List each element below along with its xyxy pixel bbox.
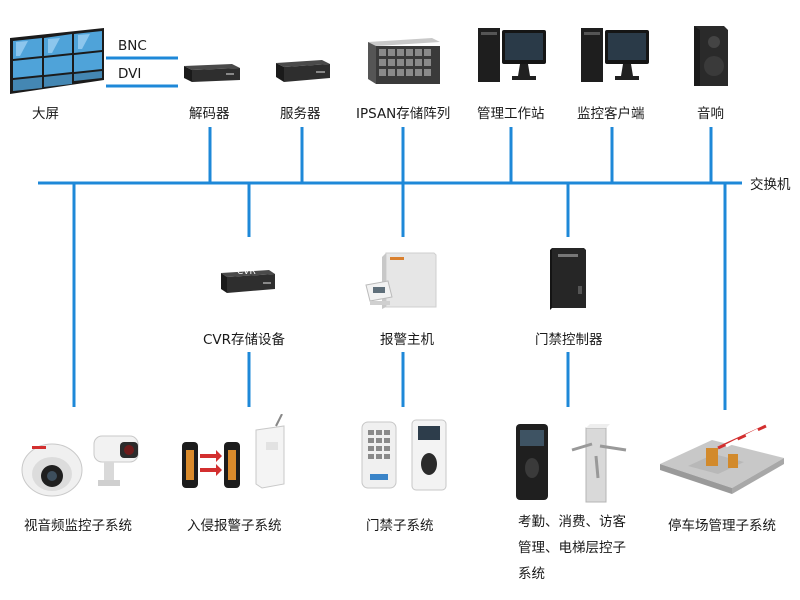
- speaker-label: 音响: [697, 106, 724, 122]
- storage-array-label: IPSAN存储阵列: [356, 106, 451, 122]
- workstation-icon: [478, 28, 546, 82]
- dvi-label: DVI: [118, 66, 142, 82]
- attendance-label-line-3: 系统: [518, 566, 545, 582]
- intrusion-sensor-icon: [182, 414, 285, 489]
- parking-gate-icon: [660, 424, 784, 494]
- attendance-subsystem-label: 考勤、消费、访客 管理、电梯层控子 系统: [518, 509, 626, 587]
- video-wall-label: 大屏: [32, 106, 59, 122]
- server-label: 服务器: [280, 106, 321, 122]
- card-reader-icon: [361, 419, 447, 491]
- video-wall-icon: [10, 28, 104, 94]
- bnc-label: BNC: [118, 38, 147, 54]
- workstation-label: 管理工作站: [477, 106, 545, 122]
- cvr-storage-icon: CVR: [221, 267, 275, 293]
- access-controller-icon: [550, 248, 586, 310]
- attendance-label-line-1: 考勤、消费、访客: [518, 514, 626, 530]
- decoder-icon: [184, 64, 240, 82]
- attendance-label-line-2: 管理、电梯层控子: [518, 540, 626, 556]
- parking-subsystem-label: 停车场管理子系统: [668, 518, 776, 534]
- cctv-camera-icon: [21, 435, 139, 497]
- cctv-subsystem-label: 视音频监控子系统: [24, 518, 132, 534]
- switch-label: 交换机: [750, 177, 791, 193]
- alarm-host-icon: [365, 252, 437, 309]
- monitor-client-label: 监控客户端: [577, 106, 645, 122]
- cvr-storage-label: CVR存储设备: [203, 332, 286, 348]
- intrusion-subsystem-label: 入侵报警子系统: [187, 518, 282, 534]
- access-controller-label: 门禁控制器: [535, 332, 603, 348]
- storage-array-icon: [368, 38, 440, 84]
- cvr-badge: CVR: [237, 267, 256, 277]
- alarm-host-label: 报警主机: [380, 332, 434, 348]
- monitor-client-icon: [581, 28, 649, 82]
- access-subsystem-label: 门禁子系统: [366, 518, 434, 534]
- speaker-icon: [694, 26, 728, 86]
- turnstile-icon: [516, 424, 627, 503]
- decoder-label: 解码器: [189, 106, 230, 122]
- server-icon: [276, 60, 330, 82]
